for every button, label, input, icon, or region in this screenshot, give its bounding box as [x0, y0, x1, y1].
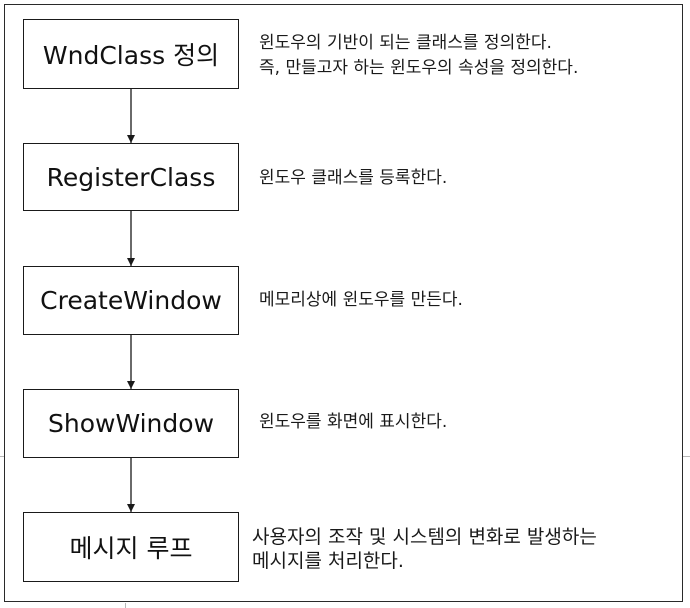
step-box-wndclass: WndClass 정의	[23, 19, 239, 89]
step-desc-message-loop: 사용자의 조작 및 시스템의 변화로 발생하는 메시지를 처리한다.	[252, 525, 597, 573]
diagram-frame	[4, 4, 683, 602]
step-box-message-loop: 메시지 루프	[23, 512, 239, 582]
corner-tick	[0, 456, 4, 457]
step-desc-createwindow: 메모리상에 윈도우를 만든다.	[259, 288, 463, 313]
desc-line: 윈도우의 기반이 되는 클래스를 정의한다.	[259, 33, 552, 53]
step-box-registerclass: RegisterClass	[23, 143, 239, 211]
desc-line: 메시지를 처리한다.	[252, 550, 404, 572]
step-desc-showwindow: 윈도우를 화면에 표시한다.	[259, 410, 447, 435]
desc-line: 윈도우 클래스를 등록한다.	[259, 168, 448, 188]
step-box-showwindow: ShowWindow	[23, 389, 239, 458]
corner-tick	[125, 603, 126, 608]
desc-line: 윈도우를 화면에 표시한다.	[259, 412, 448, 432]
desc-line: 사용자의 조작 및 시스템의 변화로 발생하는	[252, 526, 597, 548]
step-box-createwindow: CreateWindow	[23, 266, 239, 335]
desc-line: 즉, 만들고자 하는 윈도우의 속성을 정의한다.	[259, 58, 579, 78]
desc-line: 메모리상에 윈도우를 만든다.	[259, 290, 463, 310]
step-desc-registerclass: 윈도우 클래스를 등록한다.	[259, 166, 447, 191]
step-desc-wndclass: 윈도우의 기반이 되는 클래스를 정의한다. 즉, 만들고자 하는 윈도우의 속…	[259, 31, 578, 81]
corner-tick	[683, 456, 690, 457]
